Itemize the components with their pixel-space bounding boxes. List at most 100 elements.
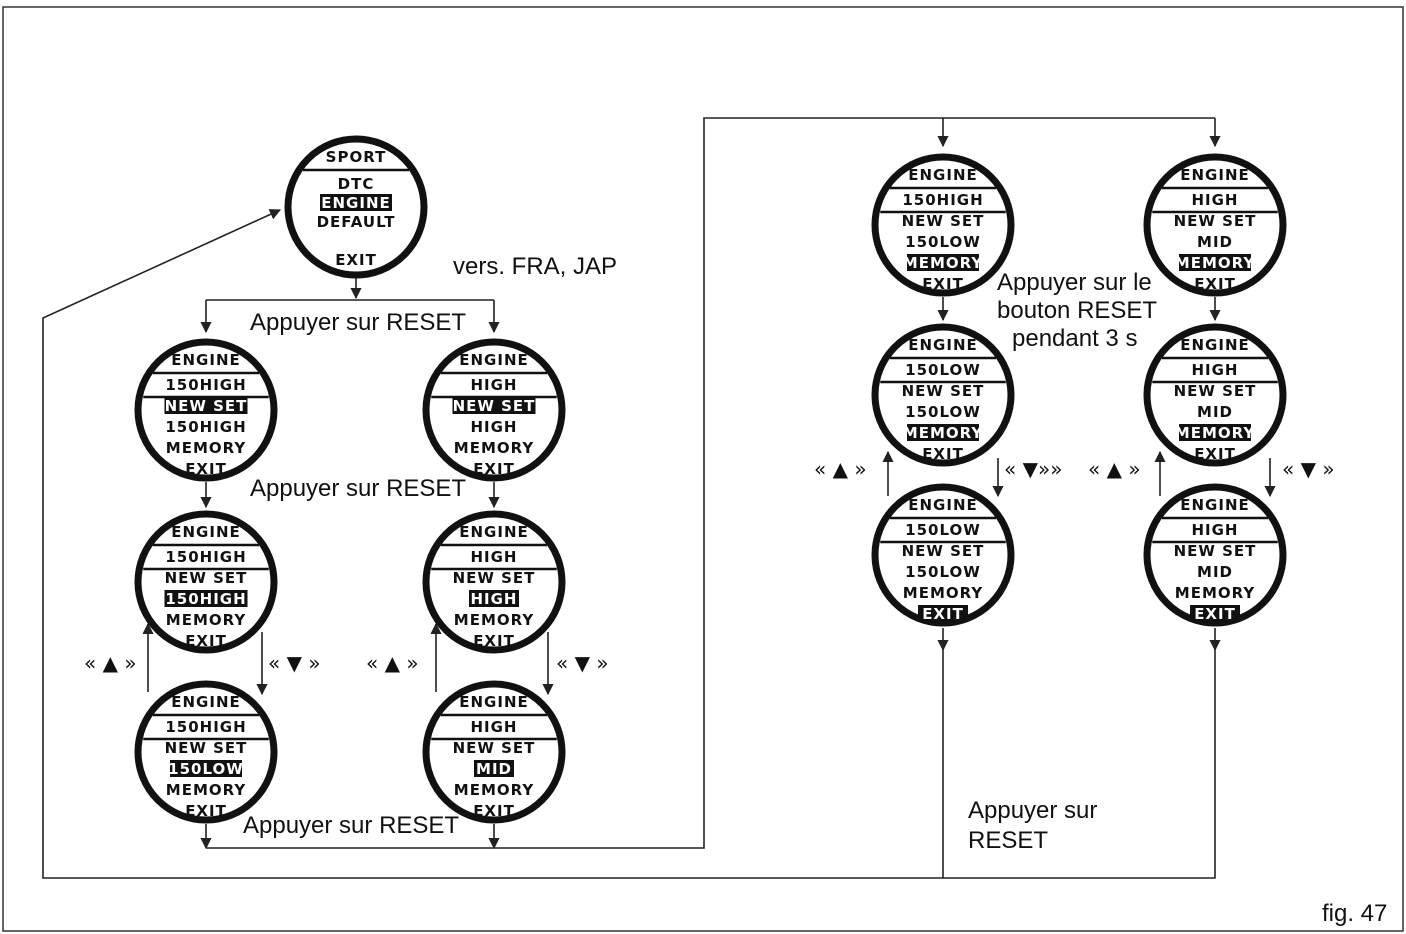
- display-line: HIGH: [1191, 191, 1238, 209]
- selected-highlight: [170, 760, 242, 777]
- display-line: MEMORY: [1175, 424, 1256, 442]
- display-line: DTC: [338, 175, 375, 193]
- display-line: EXIT: [922, 275, 964, 293]
- menu-display: ENGINE 150LOW NEW SET 150LOW MEMORY EXIT: [871, 323, 1015, 467]
- up-arrow-icon: « ▲ »: [1088, 457, 1141, 481]
- version-label: vers. FRA, JAP: [453, 253, 617, 280]
- display-line: ENGINE: [321, 194, 391, 212]
- display-line: NEW SET: [902, 212, 985, 230]
- display-line: MID: [1197, 403, 1233, 421]
- display-line: MEMORY: [1175, 584, 1256, 602]
- display-line: NEW SET: [453, 739, 536, 757]
- display-header: ENGINE: [171, 523, 241, 541]
- display-bezel: [1143, 483, 1287, 627]
- press-reset-label: Appuyer sur RESET: [250, 309, 466, 336]
- display-bezel: [422, 680, 566, 824]
- display-line: EXIT: [185, 802, 227, 820]
- up-arrow-icon: « ▲ »: [84, 651, 137, 675]
- display-header: ENGINE: [459, 351, 529, 369]
- display-line: NEW SET: [453, 569, 536, 587]
- display-line: MEMORY: [166, 781, 247, 799]
- display-line: 150HIGH: [902, 191, 983, 209]
- display-line: 150LOW: [905, 563, 981, 581]
- display-group: SPORTDTCENGINEDEFAULTEXITENGINE150HIGHNE…: [134, 135, 1287, 824]
- selected-highlight: [469, 590, 519, 607]
- display-line: NEW SET: [165, 739, 248, 757]
- display-line: HIGH: [470, 418, 517, 436]
- display-line: MEMORY: [454, 439, 535, 457]
- hold-reset-label: bouton RESET: [997, 297, 1157, 324]
- press-reset-label: RESET: [968, 827, 1048, 854]
- selected-highlight: [1190, 605, 1240, 622]
- press-reset-label: Appuyer sur RESET: [250, 475, 466, 502]
- down-arrow-icon: « ▼ »: [1282, 457, 1335, 481]
- display-header: ENGINE: [171, 351, 241, 369]
- display-line: NEW SET: [1174, 212, 1257, 230]
- display-line: EXIT: [185, 632, 227, 650]
- selected-highlight: [452, 397, 536, 414]
- display-line: NEW SET: [1174, 382, 1257, 400]
- display-line: NEW SET: [453, 397, 536, 415]
- display-line: MEMORY: [454, 611, 535, 629]
- display-header: ENGINE: [1180, 496, 1250, 514]
- selected-highlight: [474, 760, 514, 777]
- display-line: NEW SET: [1174, 542, 1257, 560]
- display-line: HIGH: [470, 376, 517, 394]
- selected-highlight: [164, 590, 248, 607]
- display-line: EXIT: [1194, 445, 1236, 463]
- display-line: 150HIGH: [165, 548, 246, 566]
- display-line: 150LOW: [905, 361, 981, 379]
- display-line: MEMORY: [1175, 254, 1256, 272]
- display-header: ENGINE: [908, 496, 978, 514]
- display-line: 150HIGH: [165, 376, 246, 394]
- display-line: 150HIGH: [165, 418, 246, 436]
- hold-reset-label: Appuyer sur le: [997, 269, 1152, 296]
- selected-highlight: [164, 397, 248, 414]
- display-line: EXIT: [335, 251, 377, 269]
- selected-highlight: [918, 605, 968, 622]
- display-line: EXIT: [922, 445, 964, 463]
- display-line: MEMORY: [903, 584, 984, 602]
- display-bezel: [134, 510, 278, 654]
- press-reset-label: Appuyer sur RESET: [243, 812, 459, 839]
- display-line: MID: [1197, 233, 1233, 251]
- display-line: HIGH: [470, 548, 517, 566]
- display-header: ENGINE: [171, 693, 241, 711]
- down-arrow-icon: « ▼ »: [556, 651, 609, 675]
- display-header: ENGINE: [459, 523, 529, 541]
- display-line: MEMORY: [903, 424, 984, 442]
- figure-label: fig. 47: [1322, 900, 1387, 927]
- display-header: ENGINE: [1180, 336, 1250, 354]
- display-line: NEW SET: [902, 542, 985, 560]
- display-line: MID: [1197, 563, 1233, 581]
- figure-frame: [2, 6, 1404, 932]
- display-line: EXIT: [1194, 275, 1236, 293]
- display-line: EXIT: [473, 802, 515, 820]
- display-line: DEFAULT: [317, 213, 396, 231]
- selected-highlight: [907, 254, 979, 271]
- display-bezel: [871, 483, 1015, 627]
- display-line: HIGH: [470, 590, 517, 608]
- display-line: MEMORY: [166, 611, 247, 629]
- hold-reset-label: pendant 3 s: [1012, 325, 1137, 352]
- down-arrow-icon: « ▼ »: [268, 651, 321, 675]
- display-header: ENGINE: [459, 693, 529, 711]
- up-arrow-icon: « ▲ »: [366, 651, 419, 675]
- display-line: 150LOW: [905, 521, 981, 539]
- display-line: EXIT: [922, 605, 964, 623]
- display-line: EXIT: [185, 460, 227, 478]
- display-line: HIGH: [470, 718, 517, 736]
- display-line: NEW SET: [902, 382, 985, 400]
- display-line: 150LOW: [905, 403, 981, 421]
- display-header: ENGINE: [908, 336, 978, 354]
- connectors: [42, 117, 1276, 879]
